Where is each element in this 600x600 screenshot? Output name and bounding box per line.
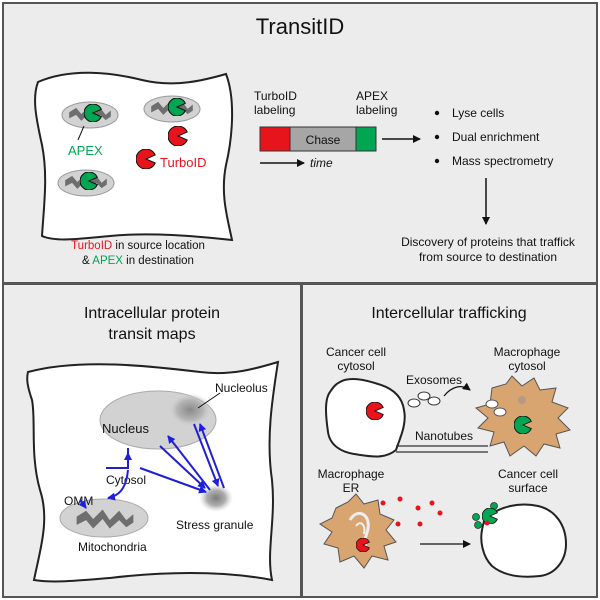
cytosol-to-stress-granule-arrow xyxy=(139,467,207,494)
stress-granule-to-nucleus-arrow xyxy=(167,435,211,491)
stress-granule-to-nucleolus-arrow xyxy=(198,423,225,489)
source-caption-line2: & APEX in destination xyxy=(82,255,194,267)
cancer-cell-source xyxy=(325,377,406,458)
turboid-labeling-bar xyxy=(259,126,291,152)
captured-protein xyxy=(484,520,490,526)
nucleolus-label: Nucleolus xyxy=(215,381,268,395)
secreted-protein-2 xyxy=(397,496,403,502)
stress-granule-label: Stress granule xyxy=(176,518,254,532)
apex-pointer xyxy=(77,125,85,141)
step-mass-spectrometry: Mass spectrometry xyxy=(452,154,553,168)
cancer-cytosol-label-line2: cytosol xyxy=(337,359,374,373)
step-lyse-cells: Lyse cells xyxy=(452,106,504,120)
nanotubes-label: Nanotubes xyxy=(415,429,473,443)
apex-labeling-line1: APEX xyxy=(356,89,388,103)
chase-label: Chase xyxy=(306,133,341,147)
exosome-arrow xyxy=(443,382,471,397)
apex-labeling-line2: labeling xyxy=(356,103,397,117)
mitochondrion-apex-1 xyxy=(61,101,119,129)
source-caption-line1: TurboID in source location xyxy=(71,240,205,252)
macrophage-er-label-line1: Macrophage xyxy=(318,467,385,481)
nucleus-to-stress-granule-arrow xyxy=(159,445,206,489)
macrophage-cytosol-label-line2: cytosol xyxy=(508,359,545,373)
omm-arrow xyxy=(78,499,87,509)
surface-green-dot-1 xyxy=(472,513,480,521)
time-label: time xyxy=(310,156,333,170)
secreted-protein-6 xyxy=(417,521,423,527)
mitochondrion-apex-3 xyxy=(57,169,115,197)
intercellular-title: Intercellular trafficking xyxy=(371,305,526,322)
figure-title: TransitID xyxy=(256,14,344,39)
step-dual-enrichment: Dual enrichment xyxy=(452,130,540,144)
secreted-protein-5 xyxy=(395,521,401,527)
exosome-uptake-1 xyxy=(485,399,499,409)
intracellular-title-line2: transit maps xyxy=(108,326,195,343)
exosome-3 xyxy=(427,396,441,406)
mitochondrion-apex-2 xyxy=(143,95,201,123)
vesicle xyxy=(518,396,526,404)
stress-granule xyxy=(199,484,233,512)
discovery-line2: from source to destination xyxy=(419,250,557,264)
turboid-label: TurboID xyxy=(160,155,206,170)
secreted-protein-1 xyxy=(380,500,386,506)
apex-labeling-bar xyxy=(355,126,377,152)
exosome-1 xyxy=(407,398,421,408)
turboid-labeling-line2: labeling xyxy=(254,103,295,117)
cancer-surface-label-line1: Cancer cell xyxy=(498,467,558,481)
macrophage-er xyxy=(319,493,397,569)
cancer-surface-label-line2: surface xyxy=(508,481,548,495)
secreted-protein-4 xyxy=(429,500,435,506)
intracellular-title-line1: Intracellular protein xyxy=(84,305,220,322)
exosome-uptake-2 xyxy=(493,407,507,417)
cancer-cell-surface xyxy=(480,503,568,578)
step-bullet-1 xyxy=(434,110,440,116)
omm-label: OMM xyxy=(64,494,93,508)
apex-label: APEX xyxy=(68,143,103,158)
nucleus-label: Nucleus xyxy=(102,421,149,436)
cancer-cytosol-label-line1: Cancer cell xyxy=(326,345,386,359)
mitochondria-label: Mitochondria xyxy=(78,540,147,554)
secreted-protein-7 xyxy=(437,510,443,516)
exosome-2 xyxy=(417,391,431,401)
cytosol-to-mitochondria-arrow xyxy=(107,469,129,501)
step-bullet-2 xyxy=(434,134,440,140)
er-membrane-2 xyxy=(355,522,366,535)
discovery-line1: Discovery of proteins that traffick xyxy=(401,235,576,249)
step-bullet-3 xyxy=(434,158,440,164)
macrophage-cytosol-label-line1: Macrophage xyxy=(494,345,561,359)
nucleolus-pointer xyxy=(197,392,221,409)
secreted-protein-3 xyxy=(415,505,421,511)
nucleolus xyxy=(168,393,212,427)
surface-green-dot-2 xyxy=(474,521,482,529)
turboid-labeling-line1: TurboID xyxy=(254,89,297,103)
chase-bar xyxy=(289,126,357,152)
nucleolus-to-stress-granule-arrow xyxy=(193,423,220,487)
macrophage-er-label-line2: ER xyxy=(343,481,360,495)
exosomes-label: Exosomes xyxy=(406,373,462,387)
